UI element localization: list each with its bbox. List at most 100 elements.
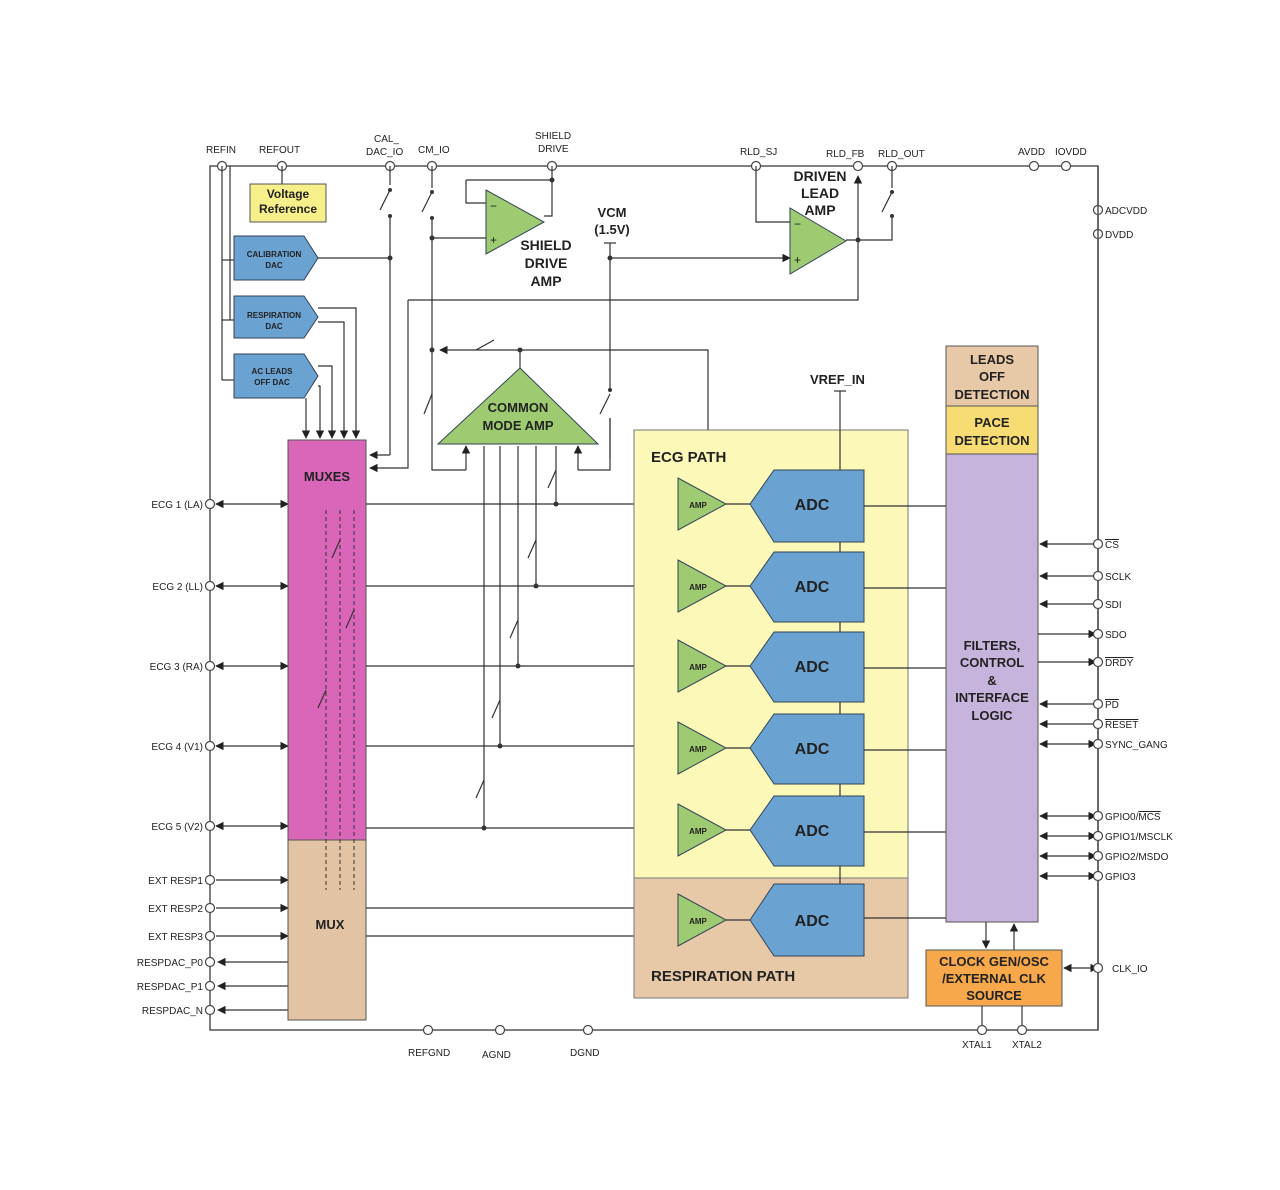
pin-xtal1: XTAL1	[962, 1040, 992, 1051]
filters-label-5: LOGIC	[971, 708, 1013, 723]
pin-sclk: SCLK	[1105, 572, 1131, 583]
pin-shield-2: DRIVE	[538, 144, 569, 155]
amp-resp-label: AMP	[689, 917, 707, 926]
filters-label-2: CONTROL	[960, 655, 1024, 670]
pin-gpio0-mcs: MCS	[1138, 812, 1161, 823]
driven-lead-amp	[789, 207, 847, 275]
channel-junctions	[481, 501, 559, 831]
bottom-pin-circles	[422, 1024, 1028, 1036]
leads-off-label-3: DETECTION	[954, 387, 1029, 402]
pin-cal-dac-io-2: DAC_IO	[366, 147, 403, 158]
channel-5: AMP ADC	[677, 795, 946, 867]
pin-ext-resp1: EXT RESP1	[148, 876, 203, 887]
channel-2: AMP ADC	[677, 551, 946, 623]
pin-rld-out: RLD_OUT	[878, 149, 925, 160]
pin-gpio3: GPIO3	[1105, 872, 1136, 883]
shield-amp-plus: +	[490, 233, 497, 247]
pin-xtal2: XTAL2	[1012, 1040, 1042, 1051]
pin-shield-1: SHIELD	[535, 131, 571, 142]
pin-drdy: DRDY	[1105, 658, 1134, 669]
channel-1: AMP ADC	[677, 469, 946, 543]
pin-gpio2: GPIO2/MSDO	[1105, 852, 1169, 863]
pin-refgnd: REFGND	[408, 1048, 450, 1059]
amp-4-label: AMP	[689, 745, 707, 754]
muxes-label: MUXES	[304, 469, 351, 484]
channel-wires	[366, 499, 677, 941]
drl-amp-minus: −	[794, 217, 801, 231]
shield-wires	[431, 166, 553, 390]
pin-sdi: SDI	[1105, 600, 1122, 611]
drl-label-3: AMP	[804, 202, 835, 218]
pin-gpio0-prefix: GPIO0/	[1105, 812, 1139, 823]
pin-respdac-p1: RESPDAC_P1	[137, 982, 204, 993]
leads-off-label-2: OFF	[979, 369, 1005, 384]
calibration-dac-label-2: DAC	[265, 261, 283, 270]
pin-avdd: AVDD	[1018, 147, 1045, 158]
amp-2-label: AMP	[689, 583, 707, 592]
pin-cm-io: CM_IO	[418, 145, 450, 156]
shield-amp-minus: −	[490, 199, 497, 213]
cm-amp-label-1: COMMON	[488, 400, 549, 415]
pin-refout: REFOUT	[259, 145, 300, 156]
filters-label-4: INTERFACE	[955, 690, 1029, 705]
pin-ext-resp3: EXT RESP3	[148, 932, 203, 943]
pin-respdac-n: RESPDAC_N	[142, 1006, 203, 1017]
respiration-dac-label-2: DAC	[265, 322, 283, 331]
cm-channel-switches	[475, 469, 557, 799]
cm-wires	[431, 345, 709, 828]
pace-label-2: DETECTION	[954, 433, 1029, 448]
drl-label-2: LEAD	[801, 185, 839, 201]
filters-label-1: FILTERS,	[964, 638, 1021, 653]
cm-amp-label-2: MODE AMP	[482, 418, 553, 433]
pin-respdac-p0: RESPDAC_P0	[137, 958, 204, 969]
pin-adcvdd: ADCVDD	[1105, 206, 1147, 217]
clock-gen-block	[925, 949, 1063, 1007]
mux-internal-switches	[317, 539, 355, 709]
pin-refin: REFIN	[206, 145, 236, 156]
vcm-label-2: (1.5V)	[594, 222, 629, 237]
respiration-dac-label-1: RESPIRATION	[247, 311, 301, 320]
mux-label: MUX	[316, 917, 345, 932]
pin-pd: PD	[1105, 700, 1119, 711]
pin-agnd: AGND	[482, 1050, 511, 1061]
pin-sync-gang: SYNC_GANG	[1105, 740, 1168, 751]
shield-amp-label-2: DRIVE	[525, 255, 568, 271]
shield-drive-amp	[485, 189, 546, 255]
drl-label-1: DRIVEN	[794, 168, 847, 184]
calibration-dac-label-1: CALIBRATION	[247, 250, 302, 259]
adc-5-label: ADC	[795, 823, 830, 840]
mux-internal-dashes	[325, 510, 355, 890]
amp-1-label: AMP	[689, 501, 707, 510]
adc-3-label: ADC	[795, 659, 830, 676]
pin-rld-sj: RLD_SJ	[740, 147, 777, 158]
shield-amp-label-1: SHIELD	[520, 237, 571, 253]
ac-leads-off-dac-label-2: OFF DAC	[254, 378, 290, 387]
ref-wires	[221, 166, 283, 381]
pin-gpio1: GPIO1/MSCLK	[1105, 832, 1173, 843]
voltage-reference-label-1: Voltage	[267, 187, 310, 201]
pin-ext-resp2: EXT RESP2	[148, 904, 203, 915]
ac-leads-off-dac-label-1: AC LEADS	[252, 367, 294, 376]
adc-2-label: ADC	[795, 579, 830, 596]
leads-off-label-1: LEADS	[970, 352, 1014, 367]
channel-resp: AMP ADC	[677, 883, 946, 957]
pin-dvdd: DVDD	[1105, 230, 1133, 241]
pin-ecg3: ECG 3 (RA)	[150, 662, 203, 673]
right-pin-circles	[1092, 538, 1104, 974]
common-mode-amp	[436, 367, 600, 445]
clock-label-1: CLOCK GEN/OSC	[939, 954, 1049, 969]
pin-ecg4: ECG 4 (V1)	[151, 742, 203, 753]
amp-5-label: AMP	[689, 827, 707, 836]
vcm-label-1: VCM	[598, 205, 627, 220]
pin-iovdd: IOVDD	[1055, 147, 1087, 158]
clock-label-2: /EXTERNAL CLK	[942, 971, 1046, 986]
filters-label-3: &	[987, 673, 996, 688]
pin-cal-dac-io-1: CAL_	[374, 134, 399, 145]
voltage-reference-block	[249, 183, 327, 223]
vref-in-wire	[834, 390, 846, 884]
drl-wires	[755, 166, 893, 241]
clock-wires	[981, 922, 1099, 1030]
respiration-path-label: RESPIRATION PATH	[651, 968, 795, 985]
adc-1-label: ADC	[795, 497, 830, 514]
